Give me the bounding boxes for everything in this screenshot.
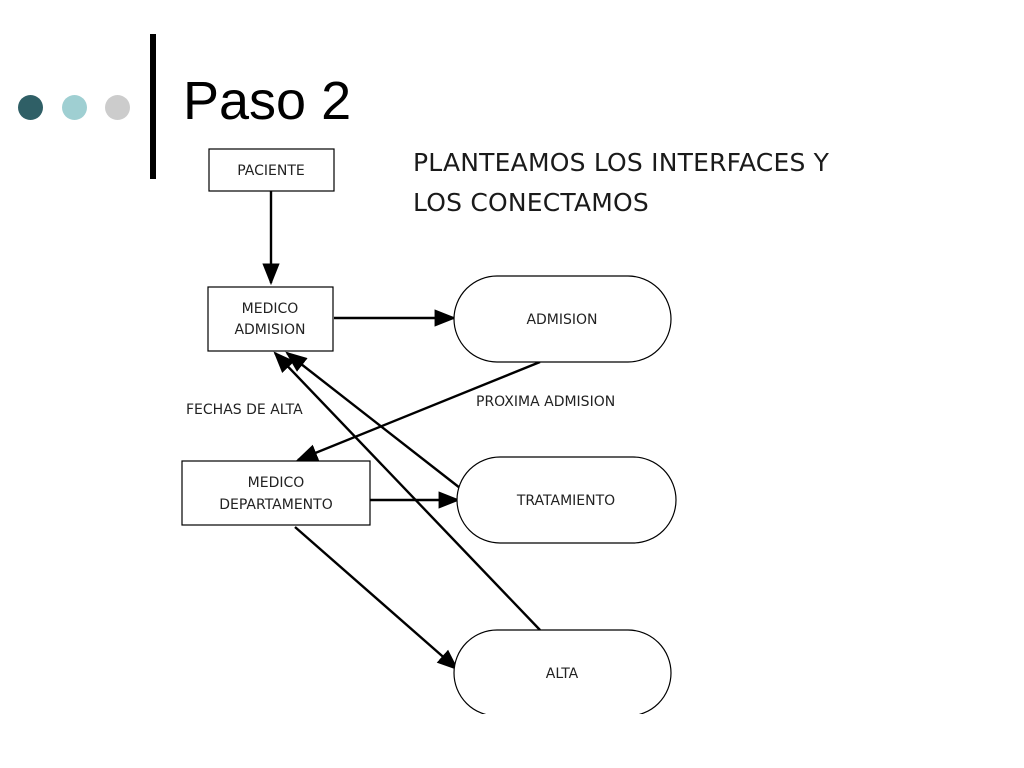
- edge-admision-to-medico-departamento: [295, 360, 541, 462]
- node-tratamiento-label: TRATAMIENTO: [516, 493, 615, 509]
- edge-label-fechas-de-alta: FECHAS DE ALTA: [186, 402, 303, 418]
- node-admision-label: ADMISION: [526, 312, 597, 328]
- node-alta-label: ALTA: [546, 666, 579, 682]
- edge-tratamiento-to-medico-admision: [285, 351, 461, 489]
- slide-bullet-dot-3: [105, 95, 130, 120]
- node-tratamiento: TRATAMIENTO: [456, 456, 677, 544]
- node-alta: ALTA: [453, 629, 672, 714]
- slide-subtitle-line-2: LOS CONECTAMOS: [413, 188, 649, 217]
- node-paciente-label: PACIENTE: [237, 163, 305, 179]
- edge-medico-departamento-to-alta: [294, 526, 459, 671]
- slide-bullet-dot-2: [62, 95, 87, 120]
- node-medico-departamento-label-line-1: MEDICO: [248, 475, 305, 491]
- node-medico-admision-label-line-1: MEDICO: [242, 301, 299, 317]
- slide-title: Paso 2: [183, 71, 352, 131]
- node-admision: ADMISION: [453, 275, 672, 363]
- node-medico-admision-label-line-2: ADMISION: [234, 322, 305, 338]
- node-medico-admision: MEDICO ADMISION: [207, 286, 334, 352]
- slide-subtitle-line-1: PLANTEAMOS LOS INTERFACES Y: [413, 148, 830, 177]
- edge-label-proxima-admision: PROXIMA ADMISION: [476, 394, 615, 410]
- title-divider-line: [150, 34, 156, 179]
- node-paciente: PACIENTE: [208, 148, 335, 192]
- node-medico-departamento: MEDICO DEPARTAMENTO: [181, 460, 371, 526]
- edge-alta-to-medico-admision: [273, 351, 541, 631]
- slide-bullet-dot-1: [18, 95, 43, 120]
- edges: [262, 191, 541, 671]
- node-medico-departamento-label-line-2: DEPARTAMENTO: [219, 497, 332, 513]
- slide-subtitle: PLANTEAMOS LOS INTERFACES Y LOS CONECTAM…: [413, 143, 829, 223]
